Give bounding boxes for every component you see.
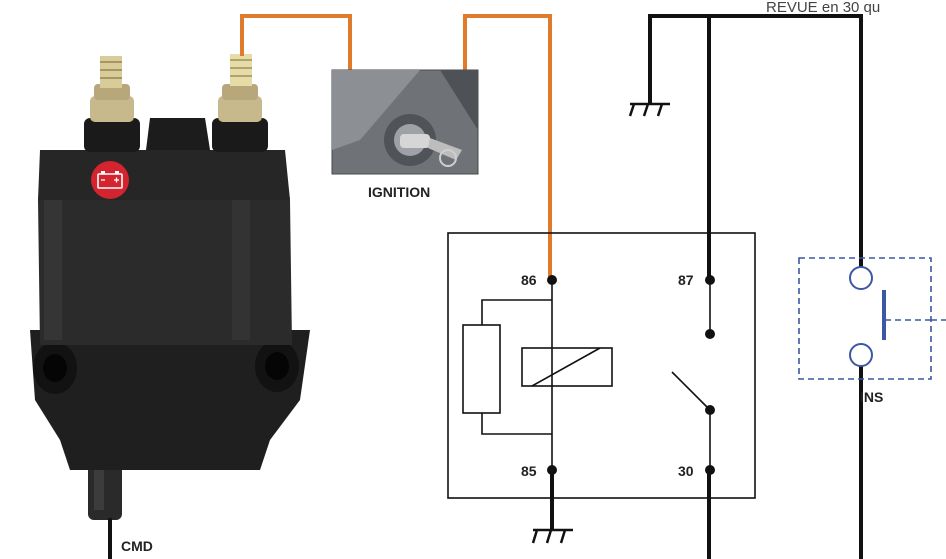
pin-87-label: 87 <box>678 272 694 288</box>
relay-box <box>447 232 756 499</box>
header-caption: REVUE en 30 qu <box>766 0 880 16</box>
battery-solenoid-icon <box>30 54 310 520</box>
battery-icon <box>91 161 129 199</box>
pin-30-label: 30 <box>678 463 694 479</box>
black-wires <box>108 14 863 559</box>
ins-switch <box>798 257 946 380</box>
ignition-wires <box>240 14 552 280</box>
ignition-label: IGNITION <box>368 184 430 200</box>
ground-icon <box>628 102 670 117</box>
pin-86-label: 86 <box>521 272 537 288</box>
ground-icon <box>531 528 573 544</box>
ignition-key-icon <box>331 69 479 175</box>
ins-label: INS <box>860 389 883 405</box>
pin-85-label: 85 <box>521 463 537 479</box>
cmd-label: CMD <box>121 538 153 554</box>
pin-dots <box>547 275 715 475</box>
relay-internals <box>462 280 711 470</box>
